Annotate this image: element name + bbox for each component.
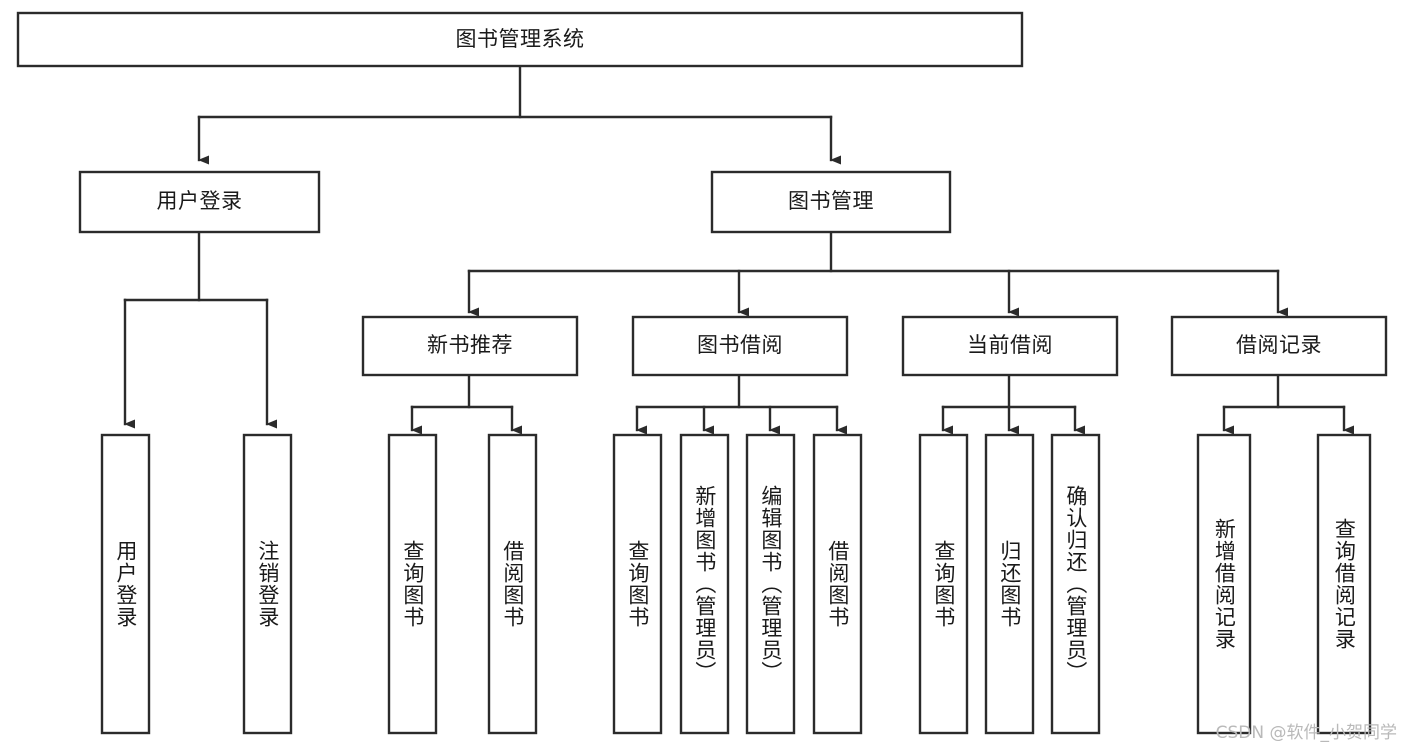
node-label-leaf-new-book-2: 借阅图书 xyxy=(500,540,525,628)
node-box-borrow-records[interactable] xyxy=(1170,315,1388,377)
node-label-leaf-current-3: 确认归还（管理员） xyxy=(1063,485,1088,683)
node-label-root: 图书管理系统 xyxy=(455,26,585,51)
connector-group-records xyxy=(1222,373,1354,435)
node-label-book-management: 图书管理 xyxy=(788,189,874,214)
node-label-leaf-borrow-1: 查询图书 xyxy=(625,540,650,628)
node-box-user-login[interactable] xyxy=(78,170,321,234)
connector-group-root xyxy=(197,64,841,165)
node-box-new-book-recommend[interactable] xyxy=(361,315,579,377)
node-box-leaf-borrow-2[interactable] xyxy=(679,433,730,735)
node-box-leaf-borrow-3[interactable] xyxy=(745,433,796,735)
node-box-root[interactable] xyxy=(16,11,1024,68)
node-label-leaf-records-1: 新增借阅记录 xyxy=(1212,518,1237,650)
node-label-leaf-new-book-1: 查询图书 xyxy=(400,540,425,628)
node-box-book-management[interactable] xyxy=(710,170,952,234)
node-box-leaf-user-login-1[interactable] xyxy=(100,433,151,735)
node-label-leaf-current-1: 查询图书 xyxy=(931,540,956,628)
node-label-user-login: 用户登录 xyxy=(156,189,243,214)
node-box-current-borrow[interactable] xyxy=(901,315,1119,377)
node-label-leaf-user-login-2: 注销登录 xyxy=(255,540,280,628)
node-label-new-book-recommend: 新书推荐 xyxy=(427,333,513,358)
node-box-leaf-current-1[interactable] xyxy=(918,433,969,735)
node-box-leaf-current-3[interactable] xyxy=(1050,433,1101,735)
node-box-leaf-user-login-2[interactable] xyxy=(242,433,293,735)
node-box-leaf-borrow-1[interactable] xyxy=(612,433,663,735)
node-label-leaf-user-login-1: 用户登录 xyxy=(113,540,138,628)
node-label-leaf-records-2: 查询借阅记录 xyxy=(1332,518,1357,650)
node-label-leaf-current-2: 归还图书 xyxy=(997,540,1022,628)
node-box-leaf-records-2[interactable] xyxy=(1316,433,1372,735)
csdn-watermark: CSDN @软件_小贺同学 xyxy=(1215,723,1397,743)
connector-group-borrow xyxy=(635,373,847,435)
node-label-leaf-borrow-4: 借阅图书 xyxy=(825,540,850,628)
node-box-leaf-new-book-1[interactable] xyxy=(387,433,438,735)
node-box-leaf-new-book-2[interactable] xyxy=(487,433,538,735)
connector-group-user-login xyxy=(123,230,277,429)
node-box-leaf-current-2[interactable] xyxy=(984,433,1035,735)
connector-group-book-mgmt xyxy=(467,230,1288,317)
node-box-leaf-borrow-4[interactable] xyxy=(812,433,863,735)
node-label-leaf-borrow-2: 新增图书（管理员） xyxy=(692,485,717,683)
node-box-leaf-records-1[interactable] xyxy=(1196,433,1252,735)
node-label-borrow-records: 借阅记录 xyxy=(1236,333,1322,358)
node-label-book-borrow: 图书借阅 xyxy=(697,333,783,358)
node-box-book-borrow[interactable] xyxy=(631,315,849,377)
node-label-current-borrow: 当前借阅 xyxy=(967,333,1053,358)
connector-group-current xyxy=(941,373,1085,435)
node-label-leaf-borrow-3: 编辑图书（管理员） xyxy=(758,485,783,683)
connector-group-new-book xyxy=(410,373,522,435)
